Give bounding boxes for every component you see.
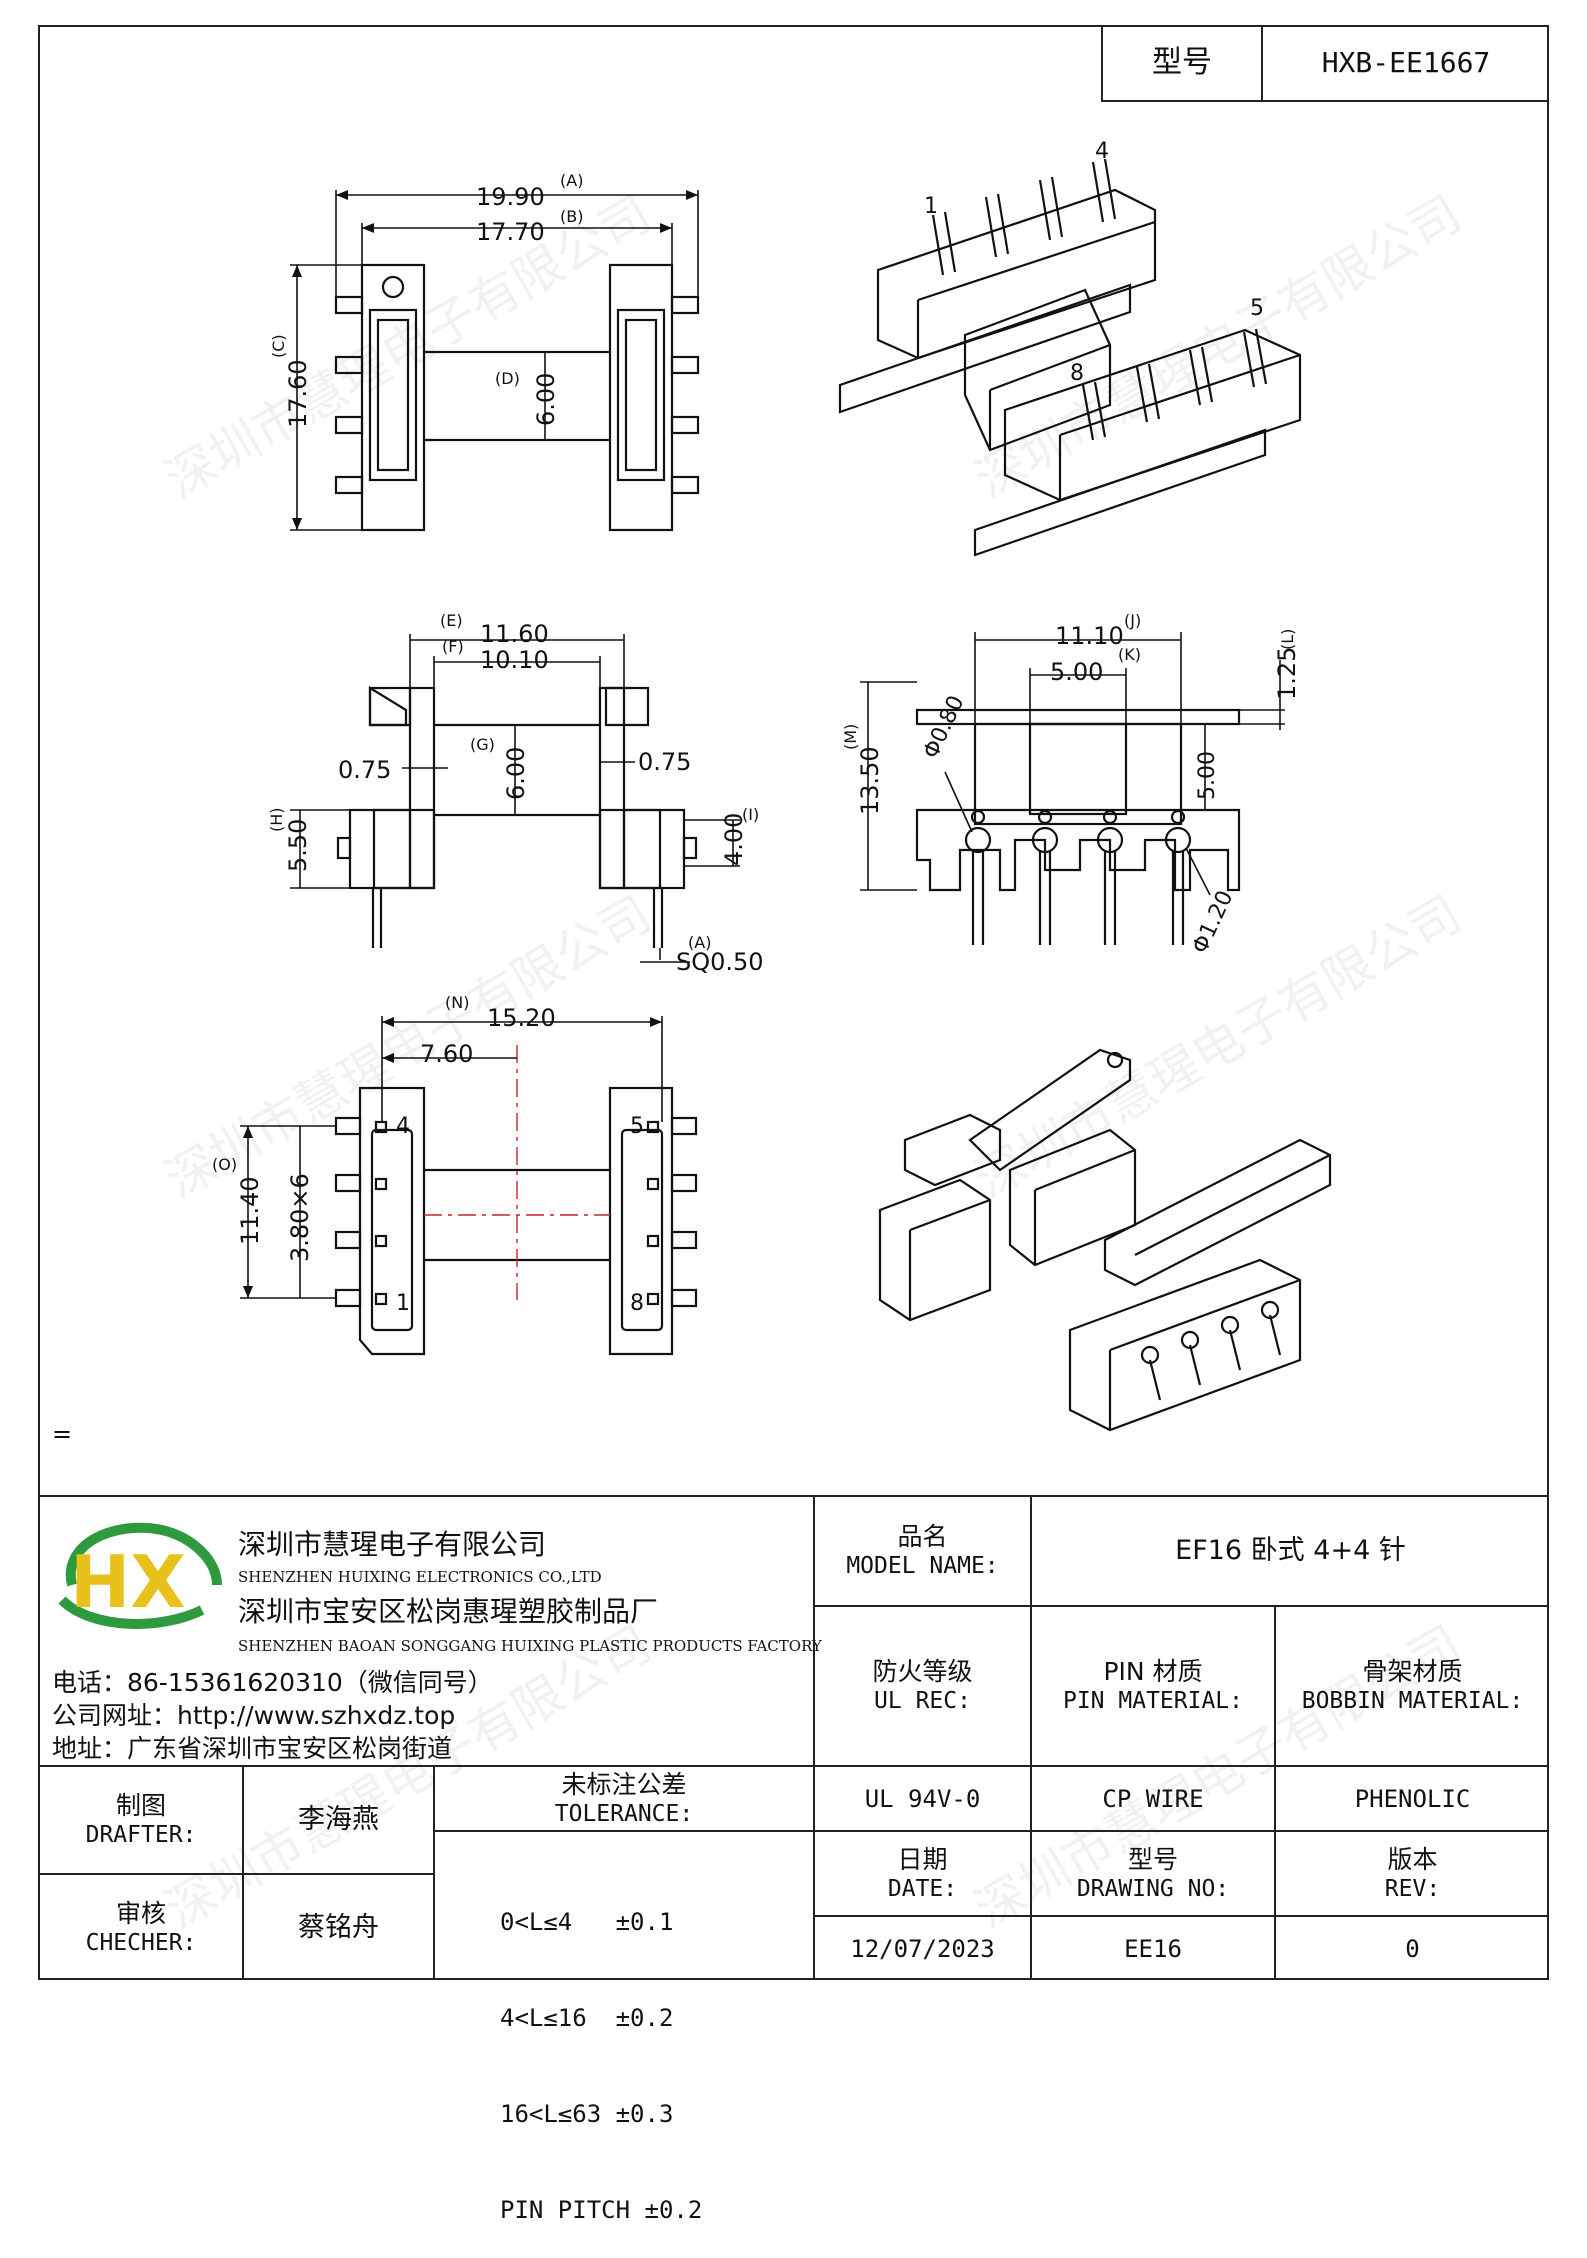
bottom-pin-1: 1 <box>396 1291 410 1316</box>
dim-pitch: 3.80×6 <box>286 1173 314 1262</box>
dim-half: 7.60 <box>420 1040 473 1068</box>
dim-m: 13.50 <box>856 746 884 815</box>
side-view: 11.10 (J) 5.00 (K) 1.25 (L) 13.50 (M) Φ0… <box>841 611 1301 958</box>
dim-d: 6.00 <box>532 373 560 426</box>
iso-pin-4: 4 <box>1095 139 1109 164</box>
dim-pin: SQ0.50 <box>676 948 764 976</box>
iso-pin-8: 8 <box>1070 361 1084 386</box>
tag-d: (D) <box>495 369 520 388</box>
tag-j: (J) <box>1124 611 1141 630</box>
tolerance-table: 0<L≤4 ±0.1 4<L≤16 ±0.2 16<L≤63 ±0.3 PIN … <box>500 1908 703 2224</box>
iso-pin-1: 1 <box>924 194 938 219</box>
grid-line <box>433 1765 435 1980</box>
grid-line <box>242 1765 244 1980</box>
tag-o: (O) <box>212 1155 237 1174</box>
ul-value: UL 94V-0 <box>864 1784 981 1813</box>
bobbin-material-label: 骨架材质 BOBBIN MATERIAL: <box>1301 1657 1524 1715</box>
factory-name-en: SHENZHEN BAOAN SONGGANG HUIXING PLASTIC … <box>238 1637 822 1655</box>
date-label: 日期 DATE: <box>887 1844 958 1902</box>
tolerance-label: 未标注公差 TOLERANCE: <box>554 1769 694 1827</box>
grid-line <box>38 1873 433 1875</box>
tag-i: (I) <box>742 805 759 824</box>
grid-line <box>433 1830 1549 1832</box>
technical-drawing: 19.90 (A) 17.70 (B) 17.60 (C) 6.00 (D) <box>52 139 1332 1448</box>
tag-b: (B) <box>560 207 583 226</box>
title-block-top-line <box>38 1495 1549 1497</box>
company-logo: HX <box>52 1515 222 1635</box>
model-name-value: EF16 卧式 4+4 针 <box>1175 1535 1406 1567</box>
bottom-view: 15.20 (N) 7.60 11.40 (O) 3.80×6 4 5 1 8 <box>212 993 698 1356</box>
tag-f: (F) <box>442 637 464 656</box>
logo-text: HX <box>70 1540 186 1624</box>
tag-k: (K) <box>1118 645 1141 664</box>
pin-material-label: PIN 材质 PIN MATERIAL: <box>1062 1657 1243 1715</box>
bobbin-value: PHENOLIC <box>1354 1784 1471 1813</box>
header-model-value: HXB-EE1667 <box>1321 46 1491 79</box>
company-phone: 电话：86-15361620310（微信同号） <box>52 1668 493 1697</box>
dim-n: 15.20 <box>487 1004 556 1032</box>
tag-pin: (A) <box>688 933 711 952</box>
grid-line <box>813 1605 1549 1607</box>
note-mark: = <box>52 1420 72 1448</box>
dim-g: 6.00 <box>502 747 530 800</box>
dim-hole: Φ0.80 <box>919 692 970 763</box>
drawing-no-label: 型号 DRAWING NO: <box>1076 1844 1230 1902</box>
tag-c: (C) <box>269 334 288 358</box>
checker-value: 蔡铭舟 <box>298 1911 379 1943</box>
dim-c: 17.60 <box>284 359 312 428</box>
date-value: 12/07/2023 <box>850 1934 995 1963</box>
bottom-pin-5: 5 <box>630 1114 644 1139</box>
dim-left: 0.75 <box>338 756 391 784</box>
drawing-frame <box>38 25 1549 1980</box>
iso-view-bottom <box>878 1048 1332 1432</box>
drafter-value: 李海燕 <box>298 1804 379 1836</box>
model-name-label: 品名 MODEL NAME: <box>846 1522 999 1580</box>
rev-label: 版本 REV: <box>1384 1844 1441 1902</box>
dim-k: 5.00 <box>1050 658 1103 686</box>
company-name-cn: 深圳市慧瑆电子有限公司 <box>238 1528 547 1561</box>
dim-o: 11.40 <box>236 1176 264 1245</box>
dim-b: 17.70 <box>476 218 545 246</box>
grid-line <box>1274 1605 1276 1980</box>
checker-label: 审核 CHECHER: <box>85 1898 197 1956</box>
grid-line <box>38 1765 1549 1767</box>
bottom-pin-4: 4 <box>396 1114 410 1139</box>
dim-l: 1.25 <box>1273 647 1301 700</box>
grid-line <box>813 1915 1549 1917</box>
iso-view-top: 1 4 5 8 <box>838 139 1302 557</box>
dim-right: 0.75 <box>638 748 691 776</box>
tag-h: (H) <box>267 807 286 832</box>
bottom-pin-8: 8 <box>630 1291 644 1316</box>
dim-inner: 5.00 <box>1195 751 1220 800</box>
dim-i: 4.00 <box>720 813 748 866</box>
header-model-box: 型号 HXB-EE1667 <box>1101 25 1549 102</box>
company-name-en: SHENZHEN HUIXING ELECTRONICS CO.,LTD <box>238 1568 602 1586</box>
pin-value: CP WIRE <box>1102 1784 1204 1813</box>
rev-value: 0 <box>1405 1934 1420 1963</box>
grid-line <box>1030 1495 1032 1980</box>
iso-pin-5: 5 <box>1250 296 1264 321</box>
dim-pin-d: Φ1.20 <box>1188 887 1239 958</box>
ul-rec-label: 防火等级 UL REC: <box>872 1657 973 1715</box>
tag-n: (N) <box>445 993 469 1012</box>
front-view: 11.60 (E) 10.10 (F) 6.00 (G) 0.75 0.75 5… <box>267 611 764 976</box>
header-model-label: 型号 <box>1103 25 1263 100</box>
dim-a: 19.90 <box>476 183 545 211</box>
tag-a: (A) <box>560 171 583 190</box>
top-view: 19.90 (A) 17.70 (B) 17.60 (C) 6.00 (D) <box>269 171 700 532</box>
company-address: 地址：广东省深圳市宝安区松岗街道 <box>52 1734 453 1763</box>
tag-m: (M) <box>841 724 860 750</box>
drafter-label: 制图 DRAFTER: <box>85 1791 197 1849</box>
dim-e: 11.60 <box>480 620 549 648</box>
tag-l: (L) <box>1278 629 1297 650</box>
drawing-no-value: EE16 <box>1124 1934 1182 1963</box>
grid-line <box>813 1495 815 1980</box>
dim-j: 11.10 <box>1055 622 1124 650</box>
dim-h: 5.50 <box>284 819 312 872</box>
company-website: 公司网址：http://www.szhxdz.top <box>52 1701 456 1730</box>
tag-g: (G) <box>470 735 495 754</box>
tag-e: (E) <box>440 611 463 630</box>
factory-name-cn: 深圳市宝安区松岗惠瑆塑胶制品厂 <box>238 1595 659 1628</box>
dim-f: 10.10 <box>480 646 549 674</box>
